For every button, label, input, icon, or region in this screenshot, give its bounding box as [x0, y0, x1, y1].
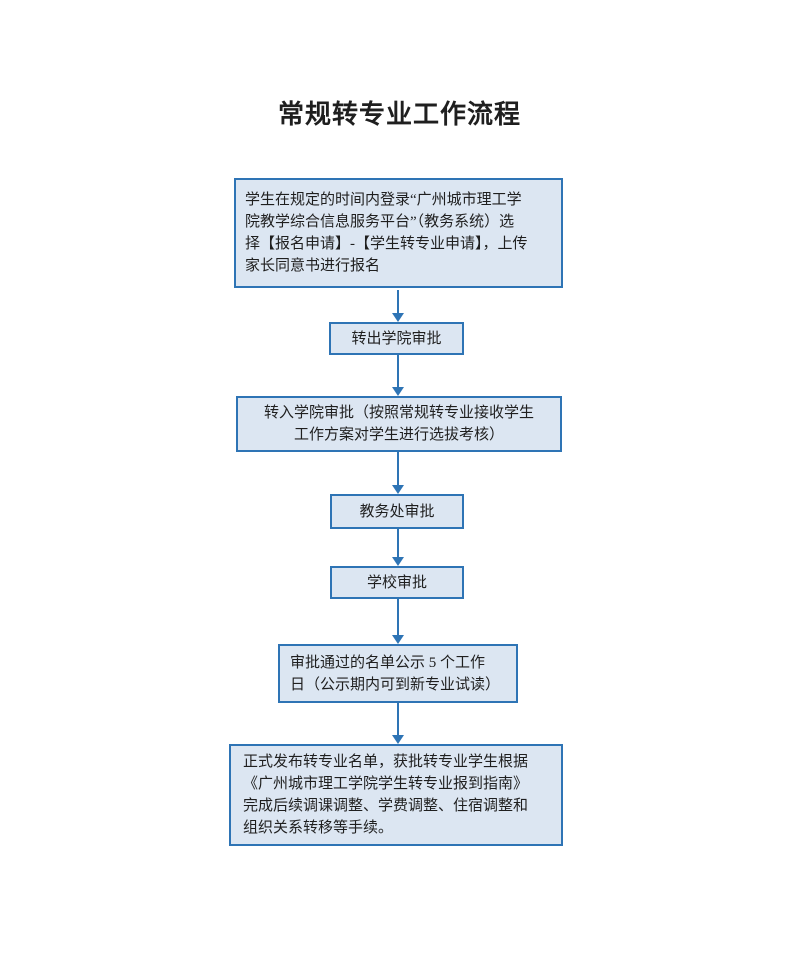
flow-step-academic-affairs-approval-text: 教务处审批: [359, 503, 435, 520]
flow-step-incoming-college-approval-text: 转入学院审批（按照常规转专业接收学生 工作方案对学生进行选拔考核）: [263, 405, 534, 443]
arrow-line: [397, 703, 399, 735]
flow-step-public-notice: 审批通过的名单公示 5 个工作 日（公示期内可到新专业试读）: [278, 644, 518, 703]
flow-step-incoming-college-approval: 转入学院审批（按照常规转专业接收学生 工作方案对学生进行选拔考核）: [236, 396, 562, 452]
page-title: 常规转专业工作流程: [277, 100, 521, 129]
arrow-line: [397, 452, 399, 485]
flow-step-application-text: 学生在规定的时间内登录“广州城市理工学 院教学综合信息服务平台”（教务系统）选 …: [245, 192, 528, 274]
arrow-line: [397, 290, 399, 313]
flow-step-final-announcement-text: 正式发布转专业名单，获批转专业学生根据 《广州城市理工学院学生转专业报到指南》 …: [243, 754, 529, 836]
arrow-down-icon: [392, 529, 404, 566]
arrow-down-icon: [392, 290, 404, 322]
arrow-line: [397, 355, 399, 387]
flow-step-university-approval: 学校审批: [330, 566, 464, 599]
arrow-head: [392, 387, 404, 396]
arrow-down-icon: [392, 599, 404, 644]
arrow-line: [397, 529, 399, 557]
flow-step-application: 学生在规定的时间内登录“广州城市理工学 院教学综合信息服务平台”（教务系统）选 …: [234, 178, 563, 288]
flow-step-public-notice-text: 审批通过的名单公示 5 个工作 日（公示期内可到新专业试读）: [290, 654, 501, 693]
arrow-down-icon: [392, 355, 404, 396]
flow-step-outgoing-college-approval: 转出学院审批: [329, 322, 464, 355]
flow-step-university-approval-text: 学校审批: [366, 574, 427, 591]
arrow-head: [392, 557, 404, 566]
arrow-down-icon: [392, 452, 404, 494]
flow-step-outgoing-college-approval-text: 转出学院审批: [351, 330, 442, 347]
arrow-head: [392, 485, 404, 494]
arrow-head: [392, 735, 404, 744]
arrow-line: [397, 599, 399, 635]
arrow-head: [392, 313, 404, 322]
arrow-down-icon: [392, 703, 404, 744]
arrow-head: [392, 635, 404, 644]
flow-step-final-announcement: 正式发布转专业名单，获批转专业学生根据 《广州城市理工学院学生转专业报到指南》 …: [229, 744, 563, 846]
flow-step-academic-affairs-approval: 教务处审批: [330, 494, 464, 529]
